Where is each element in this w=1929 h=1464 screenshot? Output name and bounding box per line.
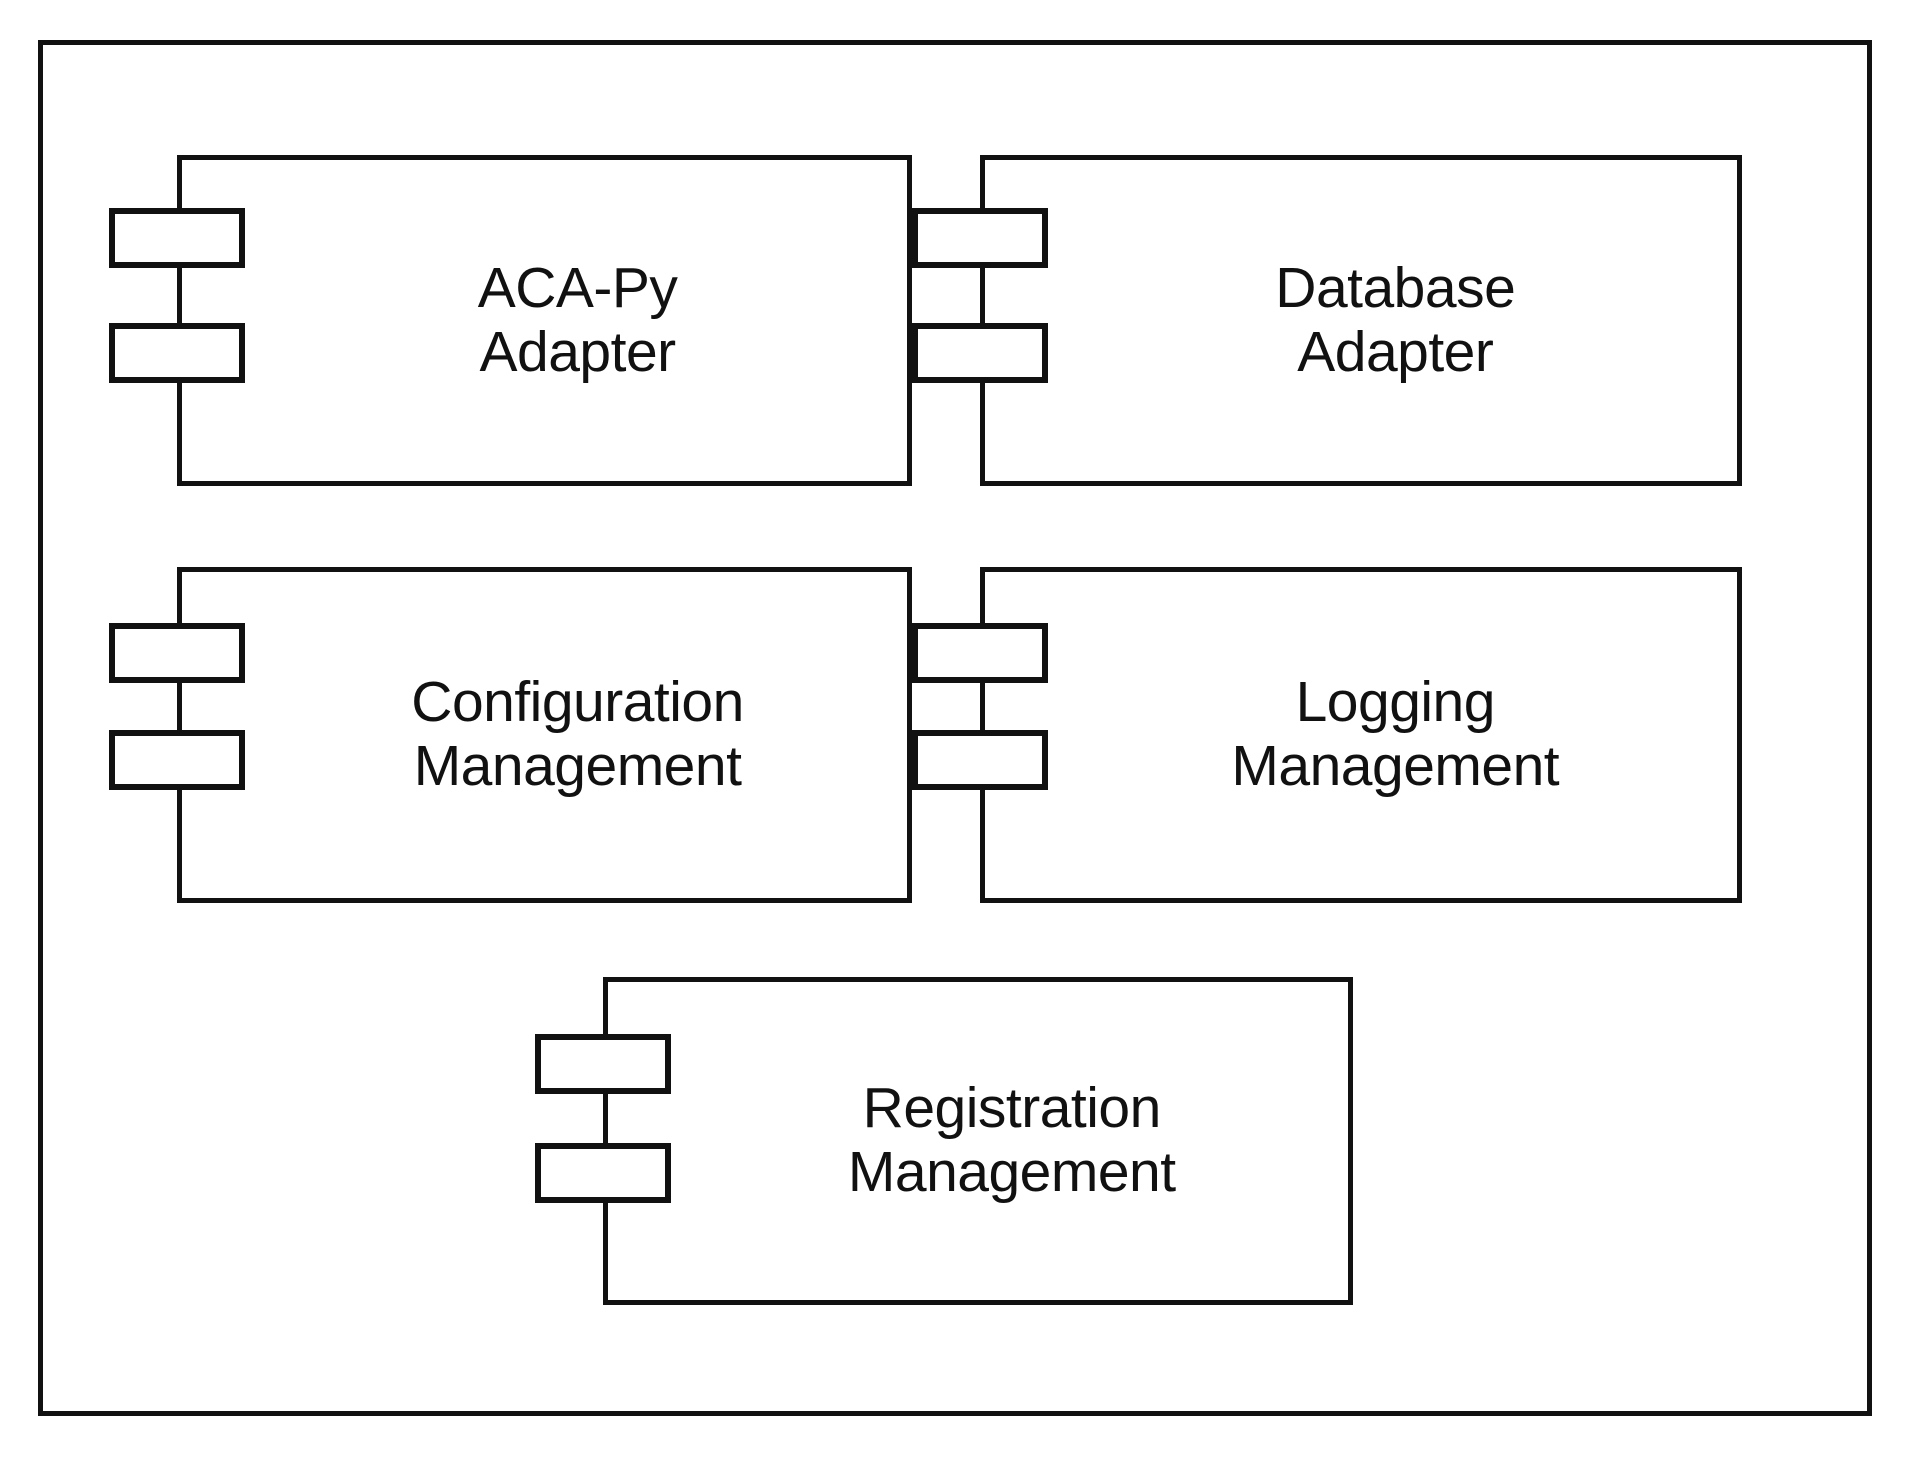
component-logging-management[interactable]: Logging Management — [912, 567, 1742, 903]
component-port-icon-bottom — [912, 730, 1048, 790]
component-port-icon-bottom — [109, 730, 245, 790]
component-body — [980, 155, 1742, 486]
component-port-icon-top — [109, 208, 245, 268]
component-port-icon-top — [912, 208, 1048, 268]
component-database-adapter[interactable]: Database Adapter — [912, 155, 1742, 486]
component-body — [603, 977, 1353, 1305]
component-port-icon-bottom — [535, 1143, 671, 1203]
component-aca-py-adapter[interactable]: ACA-Py Adapter — [109, 155, 912, 486]
component-body — [980, 567, 1742, 903]
component-configuration-management[interactable]: Configuration Management — [109, 567, 912, 903]
component-port-icon-top — [109, 623, 245, 683]
component-port-icon-bottom — [912, 323, 1048, 383]
diagram-outer-frame: ACA-Py Adapter Database Adapter Configur… — [38, 40, 1872, 1416]
component-port-icon-top — [912, 623, 1048, 683]
component-port-icon-top — [535, 1034, 671, 1094]
component-body — [177, 567, 912, 903]
component-body — [177, 155, 912, 486]
component-port-icon-bottom — [109, 323, 245, 383]
component-registration-management[interactable]: Registration Management — [535, 977, 1353, 1305]
